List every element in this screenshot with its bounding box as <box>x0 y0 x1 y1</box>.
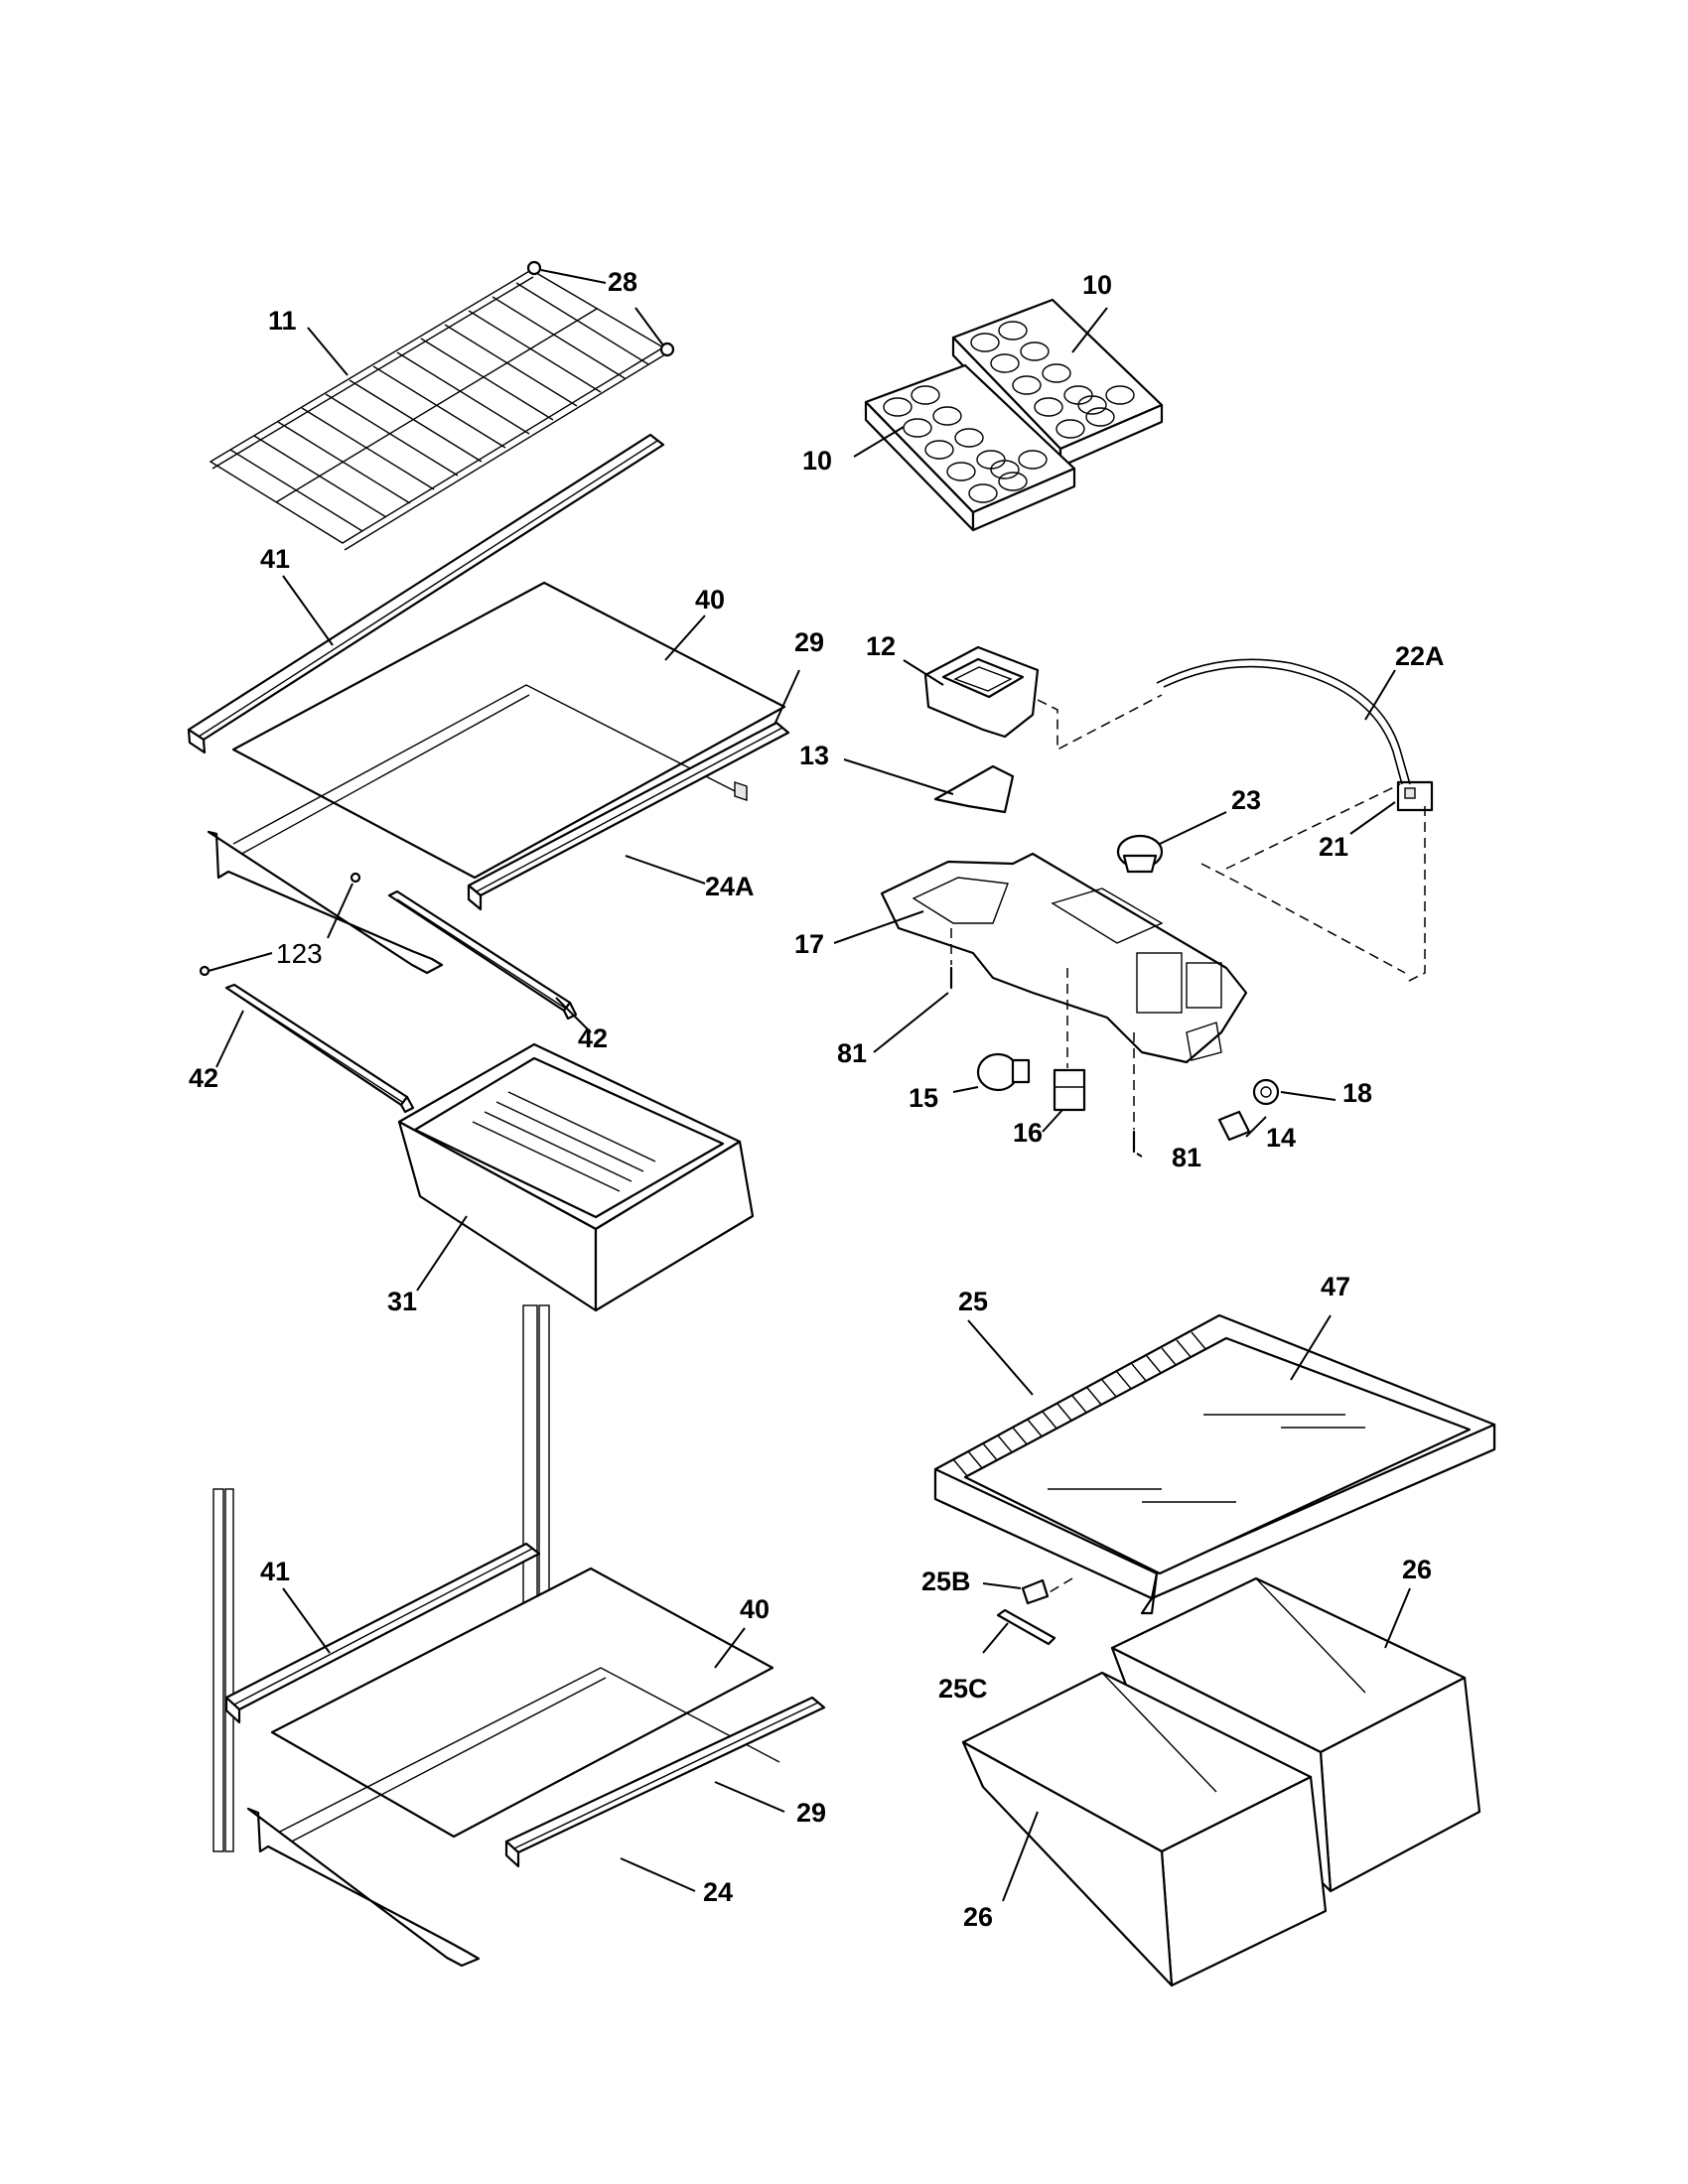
label-123: 123 <box>276 938 323 969</box>
label-24A: 24A <box>705 872 755 901</box>
label-40-lower: 40 <box>740 1594 770 1624</box>
shelf-trim-part-29-upper <box>467 721 790 911</box>
shelf-frame-part-24 <box>246 1667 780 1968</box>
leader-lines <box>208 269 1411 1902</box>
knob-part-18 <box>1252 1078 1280 1106</box>
label-23: 23 <box>1231 785 1261 815</box>
label-15: 15 <box>909 1083 938 1113</box>
connector-part-21 <box>1396 780 1434 812</box>
label-25C: 25C <box>938 1674 988 1704</box>
light-bulb-part-15 <box>976 1052 1031 1092</box>
label-31: 31 <box>387 1287 417 1316</box>
glass-panel-part-40-upper <box>231 581 786 880</box>
label-21: 21 <box>1319 832 1348 862</box>
label-10-lower: 10 <box>802 446 832 476</box>
sensor-part-23 <box>1116 834 1164 874</box>
housing-dash-lines <box>950 694 1426 1130</box>
label-81-left: 81 <box>837 1038 867 1068</box>
side-rail-part-42-right <box>387 889 578 1021</box>
ice-chute-part-13 <box>933 764 1015 814</box>
label-42-right: 42 <box>578 1024 608 1053</box>
housing-part-17 <box>880 852 1248 1064</box>
label-81-right: 81 <box>1172 1143 1201 1172</box>
label-14: 14 <box>1266 1123 1296 1153</box>
label-29-lower: 29 <box>796 1798 826 1828</box>
crisper-glass-part-47 <box>963 1336 1472 1575</box>
label-42-left: 42 <box>189 1063 218 1093</box>
label-41-lower: 41 <box>260 1557 290 1586</box>
label-10-upper: 10 <box>1082 270 1112 300</box>
screw-part-81 <box>949 966 1136 1154</box>
ice-bucket-part-12 <box>923 645 1040 739</box>
label-25B: 25B <box>921 1567 971 1596</box>
part-labels: 11 28 10 10 41 40 29 24A 123 42 42 31 12… <box>189 267 1445 1932</box>
light-socket-part-16 <box>1053 1068 1086 1112</box>
label-17: 17 <box>794 929 824 959</box>
label-18: 18 <box>1342 1078 1372 1108</box>
label-16: 16 <box>1013 1118 1043 1148</box>
glass-panel-part-40-lower <box>270 1567 774 1839</box>
label-26-right: 26 <box>1402 1555 1432 1584</box>
side-rail-part-42-left <box>224 983 415 1114</box>
label-26-left: 26 <box>963 1902 993 1932</box>
label-12: 12 <box>866 631 896 661</box>
wire-harness-part-22A <box>1156 658 1411 785</box>
label-13: 13 <box>799 741 829 770</box>
shelf-trim-part-41-upper <box>187 433 665 754</box>
shelf-trim-part-29-lower <box>504 1696 826 1868</box>
label-41-upper: 41 <box>260 544 290 574</box>
label-28: 28 <box>608 267 637 297</box>
shelf-end-cap <box>526 260 542 276</box>
freezer-bin-part-31 <box>397 1042 755 1312</box>
shelf-trim-part-41-lower <box>224 1542 541 1724</box>
humidity-control-part-25B <box>1021 1578 1050 1605</box>
label-40-upper: 40 <box>695 585 725 614</box>
crisper-drawer-part-26-left <box>961 1671 1328 1987</box>
label-24: 24 <box>703 1877 733 1907</box>
wire-shelf-part-11 <box>209 260 675 551</box>
label-11: 11 <box>268 306 297 336</box>
shelf-end-cap <box>659 341 675 357</box>
humidity-slide-part-25C <box>996 1577 1073 1646</box>
label-25: 25 <box>958 1287 988 1316</box>
shelf-frame-part-24A <box>207 684 748 975</box>
label-29-upper: 29 <box>794 627 824 657</box>
switch-part-14 <box>1217 1110 1251 1142</box>
label-47: 47 <box>1321 1272 1350 1301</box>
label-22A: 22A <box>1395 641 1445 671</box>
